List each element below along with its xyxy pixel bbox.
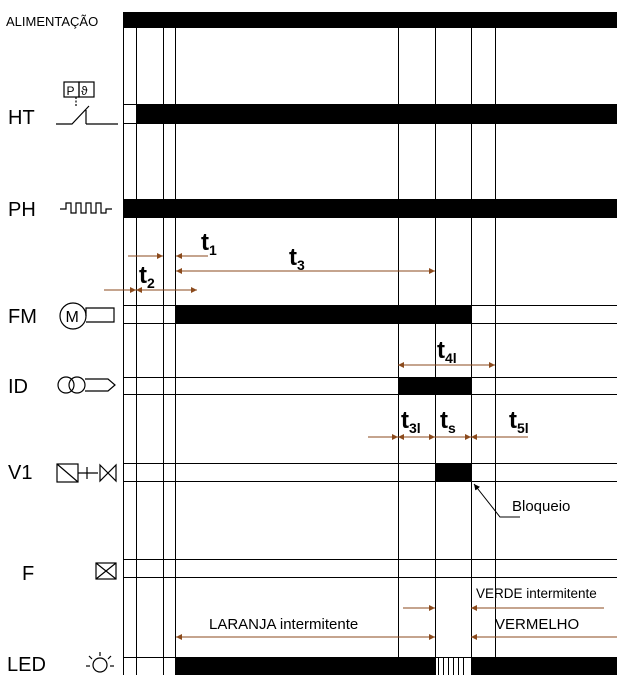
lockout-label: Bloqueio	[512, 498, 570, 515]
ph-label: PH	[8, 199, 36, 221]
led-label: LED	[7, 654, 46, 675]
id-bar	[398, 377, 471, 395]
timing-t1-label: t1	[201, 229, 217, 258]
v1-bar	[435, 463, 471, 482]
fm-row: FM M	[8, 302, 617, 330]
ignition-transformer-icon	[57, 376, 116, 394]
timing-ts-label: ts	[440, 407, 456, 436]
led-bar-red	[471, 657, 617, 675]
pressure-thermostat-icon	[56, 81, 118, 125]
red-label: VERMELHO	[495, 616, 579, 633]
ph-row: PH	[8, 199, 617, 221]
power-row: ALIMENTAÇÃO	[6, 12, 617, 29]
f-label: F	[22, 563, 34, 585]
orange-blink-label: LARANJA intermitente	[209, 616, 358, 633]
ht-label: HT	[8, 107, 35, 129]
id-label: ID	[8, 376, 28, 398]
timing-t3-label: t3	[289, 244, 305, 273]
ht-bar	[136, 104, 617, 124]
power-label: ALIMENTAÇÃO	[6, 14, 98, 29]
led-row: LED	[7, 652, 617, 675]
timing-t2-label: t2	[139, 262, 155, 291]
led-bar-blink	[438, 657, 464, 675]
fan-icon	[95, 562, 117, 580]
valve-icon	[56, 463, 117, 483]
led-icon	[86, 652, 114, 673]
timing-t5l-label: t5l	[509, 407, 529, 436]
green-blink-label: VERDE intermitente	[476, 586, 597, 601]
fm-motor-letter: M	[66, 309, 79, 326]
power-bar	[123, 12, 617, 28]
v1-row: V1	[8, 462, 617, 484]
led-annotations	[176, 605, 617, 640]
timing-grid-lines	[123, 28, 496, 675]
ph-bar	[123, 199, 617, 218]
fm-label: FM	[8, 306, 37, 328]
timing-t4l-label: t4l	[437, 337, 457, 366]
ht-row: HT P ϑ	[8, 81, 617, 129]
timing-t3l-label: t3l	[401, 407, 421, 436]
v1-label: V1	[8, 462, 32, 484]
ht-icon-p: P	[67, 84, 75, 98]
fm-bar	[176, 305, 471, 324]
timing-t1-t2-t3	[104, 253, 435, 293]
lockout-annotation: Bloqueio	[473, 483, 570, 518]
pulse-icon	[60, 202, 112, 214]
f-row: F	[22, 559, 617, 585]
ht-icon-t: ϑ	[81, 84, 88, 98]
led-bar-orange	[176, 657, 435, 675]
id-row: ID	[8, 376, 617, 398]
